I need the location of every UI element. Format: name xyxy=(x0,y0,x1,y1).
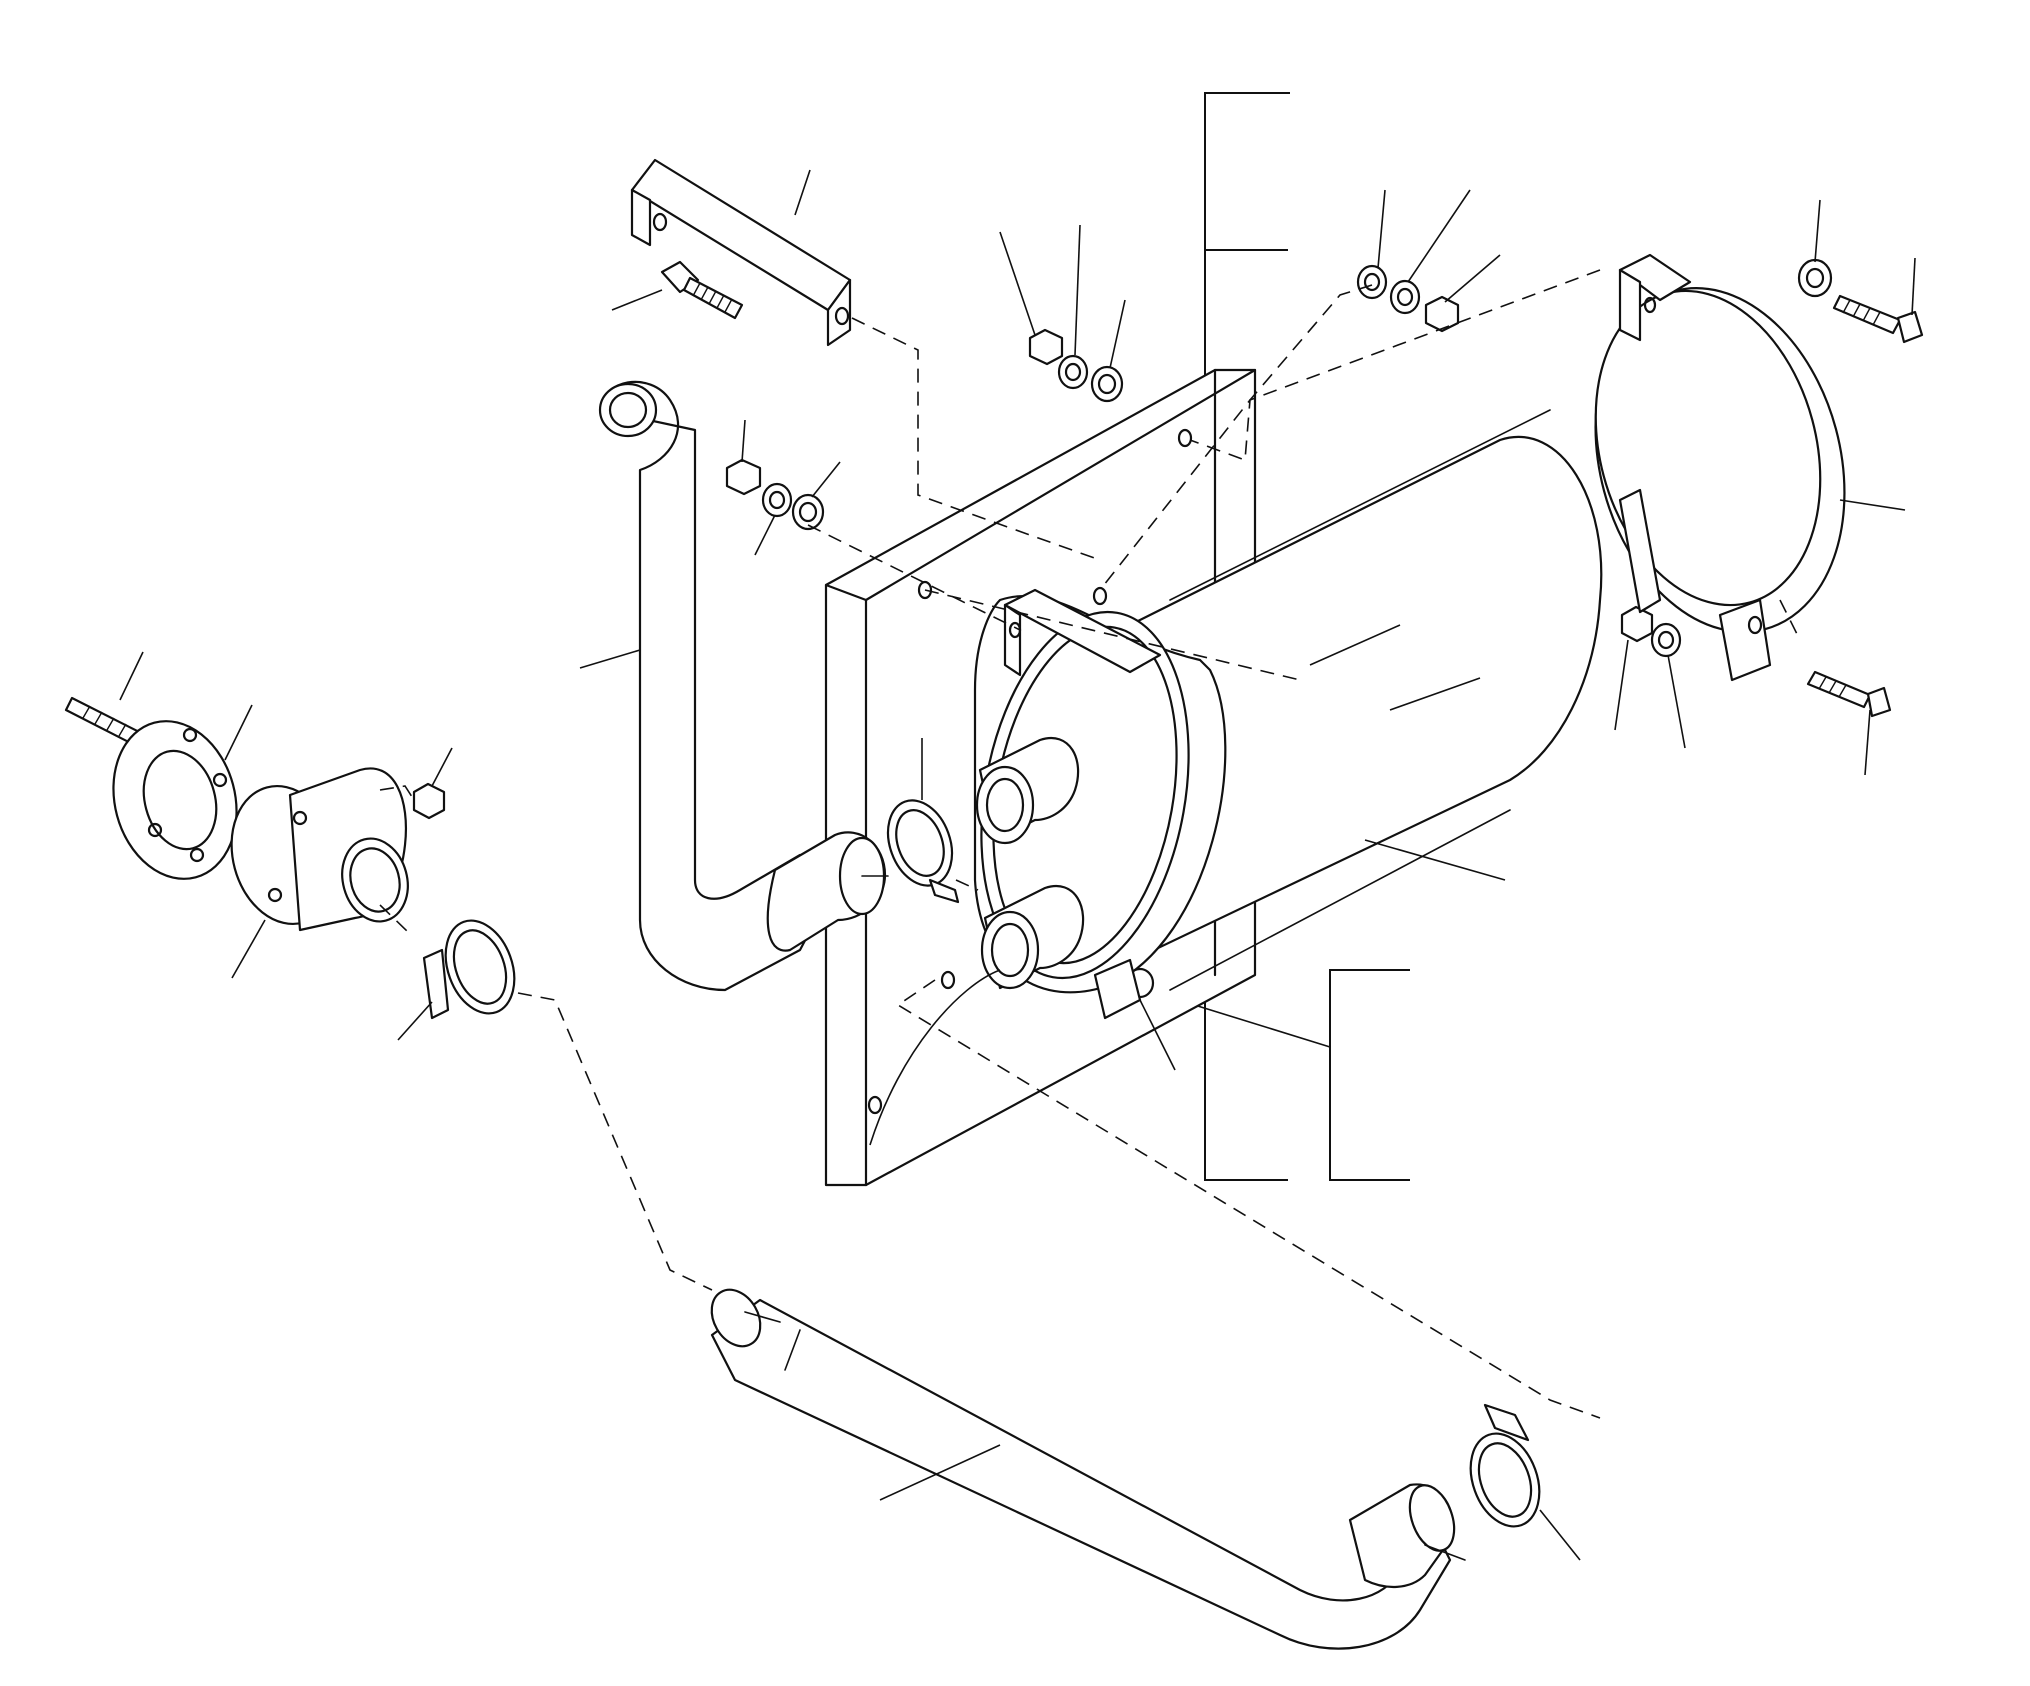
bolt-upper-right xyxy=(1832,294,1924,344)
hose-clamp-lower xyxy=(1469,1403,1541,1528)
outer-clamp-band xyxy=(1594,253,1846,682)
muffler-outlet-stub xyxy=(980,885,1085,990)
washer-upper-right xyxy=(1797,258,1833,298)
bolt-lower-right xyxy=(1806,670,1892,718)
nut-washer-set-mid xyxy=(725,458,825,531)
assembly-lines xyxy=(379,269,1801,1419)
muffler-body xyxy=(973,409,1603,994)
nut-washer-set-lower-right xyxy=(1620,605,1682,658)
gasket xyxy=(112,720,238,880)
inlet-elbow-pipe xyxy=(598,380,889,992)
exhaust-flange xyxy=(230,767,409,932)
nut-flange xyxy=(412,782,446,820)
muffler-inlet-stub xyxy=(975,737,1080,845)
tail-pipe xyxy=(710,1288,1466,1650)
bolt-top-bracket xyxy=(660,260,744,320)
nut-washer-set-right-top xyxy=(1356,264,1460,333)
leader-lines xyxy=(119,169,1916,1561)
top-bracket xyxy=(630,158,852,347)
hose-clamp-left xyxy=(422,919,516,1020)
nut-washer-set-top xyxy=(1028,328,1124,403)
hose-clamp-upper xyxy=(886,799,960,904)
